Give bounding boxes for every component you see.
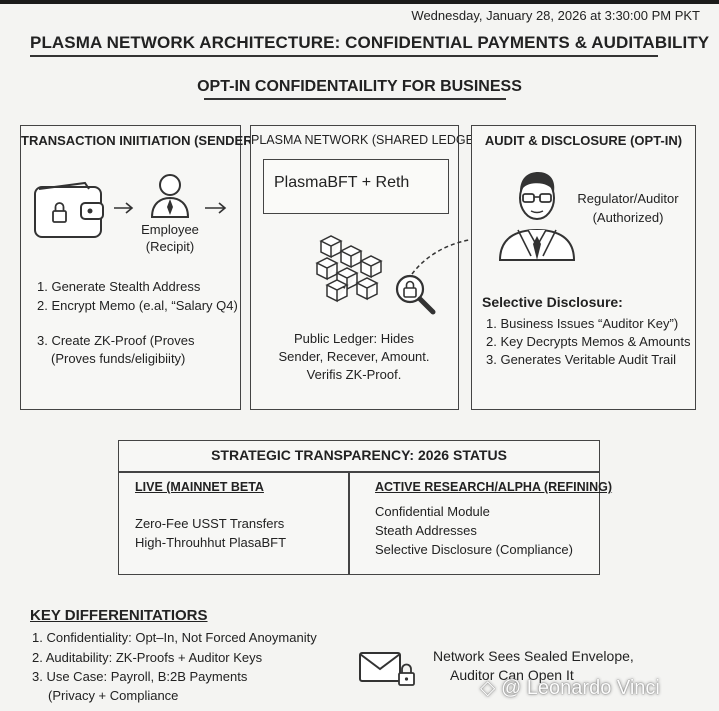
- consensus-box: PlasmaBFT + Reth: [263, 159, 449, 214]
- ledger-line-2: Sender, Recever, Amount.: [278, 349, 430, 364]
- sender-step-3-detail: (Proves funds/eligibiity): [51, 351, 186, 366]
- arrow-right-icon: [114, 202, 134, 214]
- title-underline: [30, 55, 658, 57]
- network-panel-title: PLASMA NETWORK (SHARED LEDGER): [251, 133, 488, 147]
- envelope-caption-2: Auditor Can Open It: [450, 667, 574, 683]
- arrow-right-icon-2: [205, 202, 227, 214]
- watermark: ◇ @ Leonardo Vinci: [480, 677, 660, 699]
- sender-step-1: 1. Generate Stealth Address: [37, 279, 201, 294]
- status-divider: [119, 471, 599, 473]
- disclosure-step-3: 3. Generates Veritable Audit Trail: [486, 352, 677, 367]
- differentiator-1: 1. Confidentiality: Opt–In, Not Forced A…: [32, 630, 317, 645]
- date-time: Wednesday, January 28, 2026 at 3:30:00 P…: [411, 8, 700, 23]
- research-heading: ACTIVE RESEARCH/ALPHA (REFINING): [375, 480, 613, 494]
- consensus-engine-label: PlasmaBFT + Reth: [274, 174, 410, 191]
- auditor-sublabel: (Authorized): [592, 210, 664, 225]
- differentiator-2: 2. Auditability: ZK-Proofs + Auditor Key…: [32, 650, 263, 665]
- top-bar: [0, 0, 719, 4]
- live-heading: LIVE (MAINNET BETA: [135, 480, 264, 494]
- envelope-caption-1: Network Sees Sealed Envelope,: [433, 648, 634, 664]
- disclosure-step-2: 2. Key Decrypts Memos & Amounts: [486, 334, 691, 349]
- research-item-2: Steath Addresses: [375, 523, 477, 538]
- page-title: PLASMA NETWORK ARCHITECTURE: CONFIDENTIA…: [30, 33, 710, 52]
- audit-panel: AUDIT & DISCLOSURE (OPT-IN) Regulator/Au…: [471, 125, 696, 410]
- blocks-icon: [315, 235, 383, 303]
- status-panel: STRATEGIC TRANSPARENCY: 2026 STATUS LIVE…: [118, 440, 612, 575]
- wallet-lock-icon: [34, 181, 104, 238]
- ledger-line-3: Verifis ZK-Proof.: [306, 367, 402, 382]
- recipient-sublabel: (Recipit): [145, 239, 195, 254]
- status-column-divider: [348, 471, 350, 574]
- live-item-2: High-Throuhhut PlasaBFT: [135, 535, 287, 550]
- differentiator-3-detail: (Privacy + Compliance: [48, 688, 179, 703]
- sender-step-3: 3. Create ZK-Proof (Proves: [37, 333, 195, 348]
- sender-panel-title: TRANSACTION INIITIATION (SENDER): [21, 133, 257, 148]
- sealed-envelope-icon: [359, 652, 415, 686]
- sender-step-2: 2. Encrypt Memo (e.al, “Salary Q4): [37, 298, 238, 313]
- recipient-label: Employee: [141, 222, 199, 237]
- auditor-icon: [498, 172, 576, 261]
- audit-panel-title: AUDIT & DISCLOSURE (OPT-IN): [484, 133, 683, 148]
- auditor-label: Regulator/Auditor: [577, 191, 679, 206]
- differentiator-3: 3. Use Case: Payroll, B:2B Payments: [32, 669, 248, 684]
- differentiators-title: KEY DIFFERENITATIORS: [30, 607, 208, 624]
- status-title: STRATEGIC TRANSPARENCY: 2026 STATUS: [211, 447, 507, 463]
- magnifier-lock-icon: [395, 274, 436, 315]
- network-panel: PLASMA NETWORK (SHARED LEDGER) PlasmaBFT…: [250, 125, 488, 410]
- disclosure-step-1: 1. Business Issues “Auditor Key”): [486, 316, 679, 331]
- ledger-line-1: Public Ledger: Hides: [294, 331, 414, 346]
- subtitle-underline: [204, 98, 506, 100]
- employee-icon: [150, 174, 190, 218]
- sender-panel: TRANSACTION INIITIATION (SENDER) Employe…: [20, 125, 257, 410]
- page-subtitle: OPT-IN CONFIDENTAILITY FOR BUSINESS: [197, 78, 522, 95]
- selective-disclosure-title: Selective Disclosure:: [482, 294, 623, 310]
- research-item-1: Confidential Module: [375, 504, 490, 519]
- live-item-1: Zero-Fee USST Transfers: [135, 516, 285, 531]
- research-item-3: Selective Disclosure (Compliance): [375, 542, 573, 557]
